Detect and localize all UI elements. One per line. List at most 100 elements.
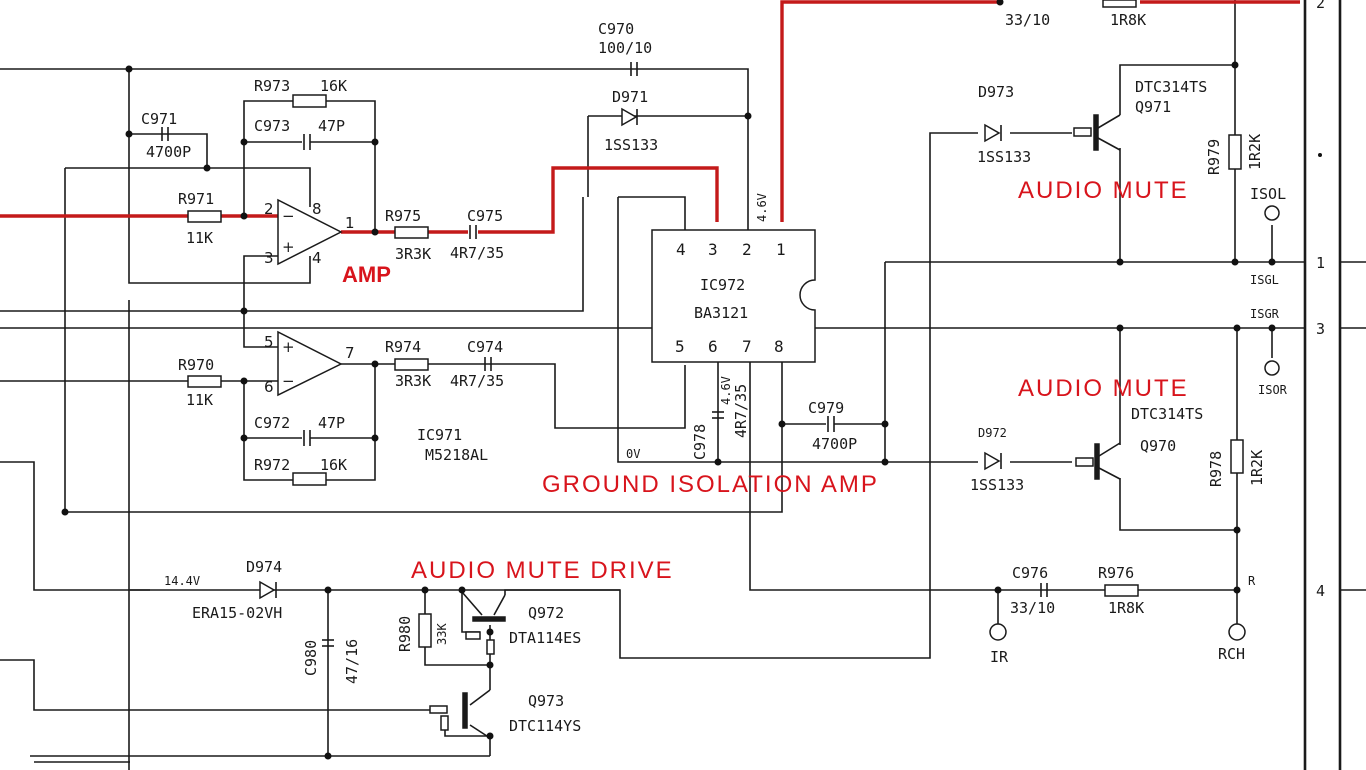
svg-text:1SS133: 1SS133	[977, 148, 1031, 166]
section-title-audio-mute-top: AUDIO MUTE	[1018, 177, 1189, 204]
capacitor-c970: C970 100/10	[598, 20, 652, 76]
svg-text:3R3K: 3R3K	[395, 372, 431, 390]
section-titles: AMP AUDIO MUTE AUDIO MUTE GROUND ISOLATI…	[342, 177, 1189, 584]
net-labels: ISGL ISGR R	[1248, 273, 1280, 588]
test-point-rch: RCH	[1218, 623, 1246, 663]
section-title-audio-mute-drive: AUDIO MUTE DRIVE	[411, 557, 674, 584]
svg-text:−: −	[282, 372, 295, 390]
transistor-q973: Q973 DTC114YS	[429, 692, 581, 735]
svg-text:C973: C973	[254, 117, 290, 135]
test-point-isor: ISOR	[1258, 360, 1288, 397]
svg-text:14.4V: 14.4V	[164, 574, 200, 588]
svg-text:RCH: RCH	[1218, 645, 1245, 663]
diode-d973: D973 1SS133	[977, 83, 1031, 166]
svg-text:47P: 47P	[318, 117, 345, 135]
svg-text:7: 7	[345, 344, 355, 362]
svg-text:4R7/35: 4R7/35	[450, 372, 504, 390]
resistor-r979: R979 1R2K	[1205, 134, 1264, 175]
svg-text:C974: C974	[467, 338, 503, 356]
section-title-ground-isolation-amp: GROUND ISOLATION AMP	[542, 471, 879, 498]
svg-text:1SS133: 1SS133	[970, 476, 1024, 494]
svg-text:11K: 11K	[186, 391, 213, 409]
svg-text:+: +	[282, 338, 295, 356]
svg-text:R980: R980	[396, 616, 414, 652]
opamp-ic971-a: 2 3 8 4 1 − +	[264, 198, 355, 267]
svg-text:IC972: IC972	[700, 276, 745, 294]
svg-text:1R2K: 1R2K	[1246, 134, 1264, 170]
svg-text:R970: R970	[178, 356, 214, 374]
resistor-r978: R978 1R2K	[1207, 439, 1266, 487]
svg-text:C971: C971	[141, 110, 177, 128]
svg-text:1R8K: 1R8K	[1108, 599, 1144, 617]
svg-text:−: −	[282, 207, 295, 225]
svg-text:Q973: Q973	[528, 692, 564, 710]
capacitor-c979: C979 4700P	[808, 399, 857, 453]
svg-text:DTC314TS: DTC314TS	[1135, 78, 1207, 96]
svg-text:C979: C979	[808, 399, 844, 417]
svg-text:DTC114YS: DTC114YS	[509, 717, 581, 735]
svg-text:ISGR: ISGR	[1250, 307, 1280, 321]
diode-d971: D971 1SS133	[604, 88, 658, 154]
svg-text:R972: R972	[254, 456, 290, 474]
svg-text:7: 7	[742, 337, 752, 356]
svg-text:47/16: 47/16	[343, 639, 361, 684]
svg-text:1: 1	[1316, 254, 1325, 272]
resistor-r980: R980 33K	[396, 613, 449, 652]
svg-text:33/10: 33/10	[1005, 11, 1050, 29]
svg-text:R: R	[1248, 574, 1256, 588]
capacitor-c976: C976 33/10	[1010, 564, 1055, 617]
svg-text:C972: C972	[254, 414, 290, 432]
svg-text:C980: C980	[302, 640, 320, 676]
svg-text:2: 2	[1316, 0, 1325, 12]
svg-text:IR: IR	[990, 648, 1009, 666]
svg-text:16K: 16K	[320, 456, 347, 474]
svg-text:5: 5	[264, 333, 274, 351]
svg-text:6: 6	[708, 337, 718, 356]
resistor-r971: R971 11K	[178, 190, 222, 247]
section-title-amp: AMP	[342, 262, 391, 287]
resistor-r974: R974 3R3K	[385, 338, 431, 390]
capacitor-c972: C972 47P	[254, 414, 345, 446]
test-point-isol: ISOL	[1250, 185, 1286, 221]
transistor-q970: DTC314TS Q970	[1075, 405, 1203, 480]
svg-text:C978: C978	[691, 424, 709, 460]
svg-text:3: 3	[708, 240, 718, 259]
resistor-r972: R972 16K	[254, 456, 347, 486]
svg-text:ERA15-02VH: ERA15-02VH	[192, 604, 282, 622]
voltage-labels: 4.6V 4.6V 0V 14.4V	[164, 193, 769, 588]
test-point-ir: IR	[989, 623, 1009, 666]
svg-text:2: 2	[264, 200, 274, 218]
svg-text:6: 6	[264, 378, 274, 396]
svg-text:2: 2	[742, 240, 752, 259]
capacitor-c971: C971 4700P	[141, 110, 191, 161]
opamp-ic971-b: 5 6 7 + −	[264, 330, 355, 397]
svg-text:D974: D974	[246, 558, 282, 576]
svg-text:8: 8	[774, 337, 784, 356]
svg-text:+: +	[282, 238, 295, 256]
svg-text:M5218AL: M5218AL	[425, 446, 488, 464]
svg-text:33/10: 33/10	[1010, 599, 1055, 617]
svg-text:4.6V: 4.6V	[755, 193, 769, 222]
connector-pins: 2 1 3 4	[1316, 0, 1325, 600]
svg-text:3: 3	[264, 249, 274, 267]
ic971-label: IC971 M5218AL	[417, 426, 488, 464]
svg-text:R975: R975	[385, 207, 421, 225]
transistor-q972: Q972 DTA114ES	[461, 591, 581, 655]
svg-text:4: 4	[312, 249, 322, 267]
svg-text:R973: R973	[254, 77, 290, 95]
svg-text:Q970: Q970	[1140, 437, 1176, 455]
svg-text:100/10: 100/10	[598, 39, 652, 57]
svg-text:R971: R971	[178, 190, 214, 208]
svg-text:D972: D972	[978, 426, 1007, 440]
svg-text:DTA114ES: DTA114ES	[509, 629, 581, 647]
svg-text:Q971: Q971	[1135, 98, 1171, 116]
svg-text:D973: D973	[978, 83, 1014, 101]
svg-text:C970: C970	[598, 20, 634, 38]
svg-text:R979: R979	[1205, 139, 1223, 175]
svg-text:47P: 47P	[318, 414, 345, 432]
capacitor-c978: C978 4R7/35	[691, 384, 750, 460]
svg-text:4R7/35: 4R7/35	[450, 244, 504, 262]
resistor-r973: R973 16K	[254, 77, 347, 108]
ic972-ba3121: 4 3 2 1 5 6 7 8 IC972 BA3121	[651, 229, 816, 363]
capacitor-c980: C980 47/16	[302, 639, 361, 684]
